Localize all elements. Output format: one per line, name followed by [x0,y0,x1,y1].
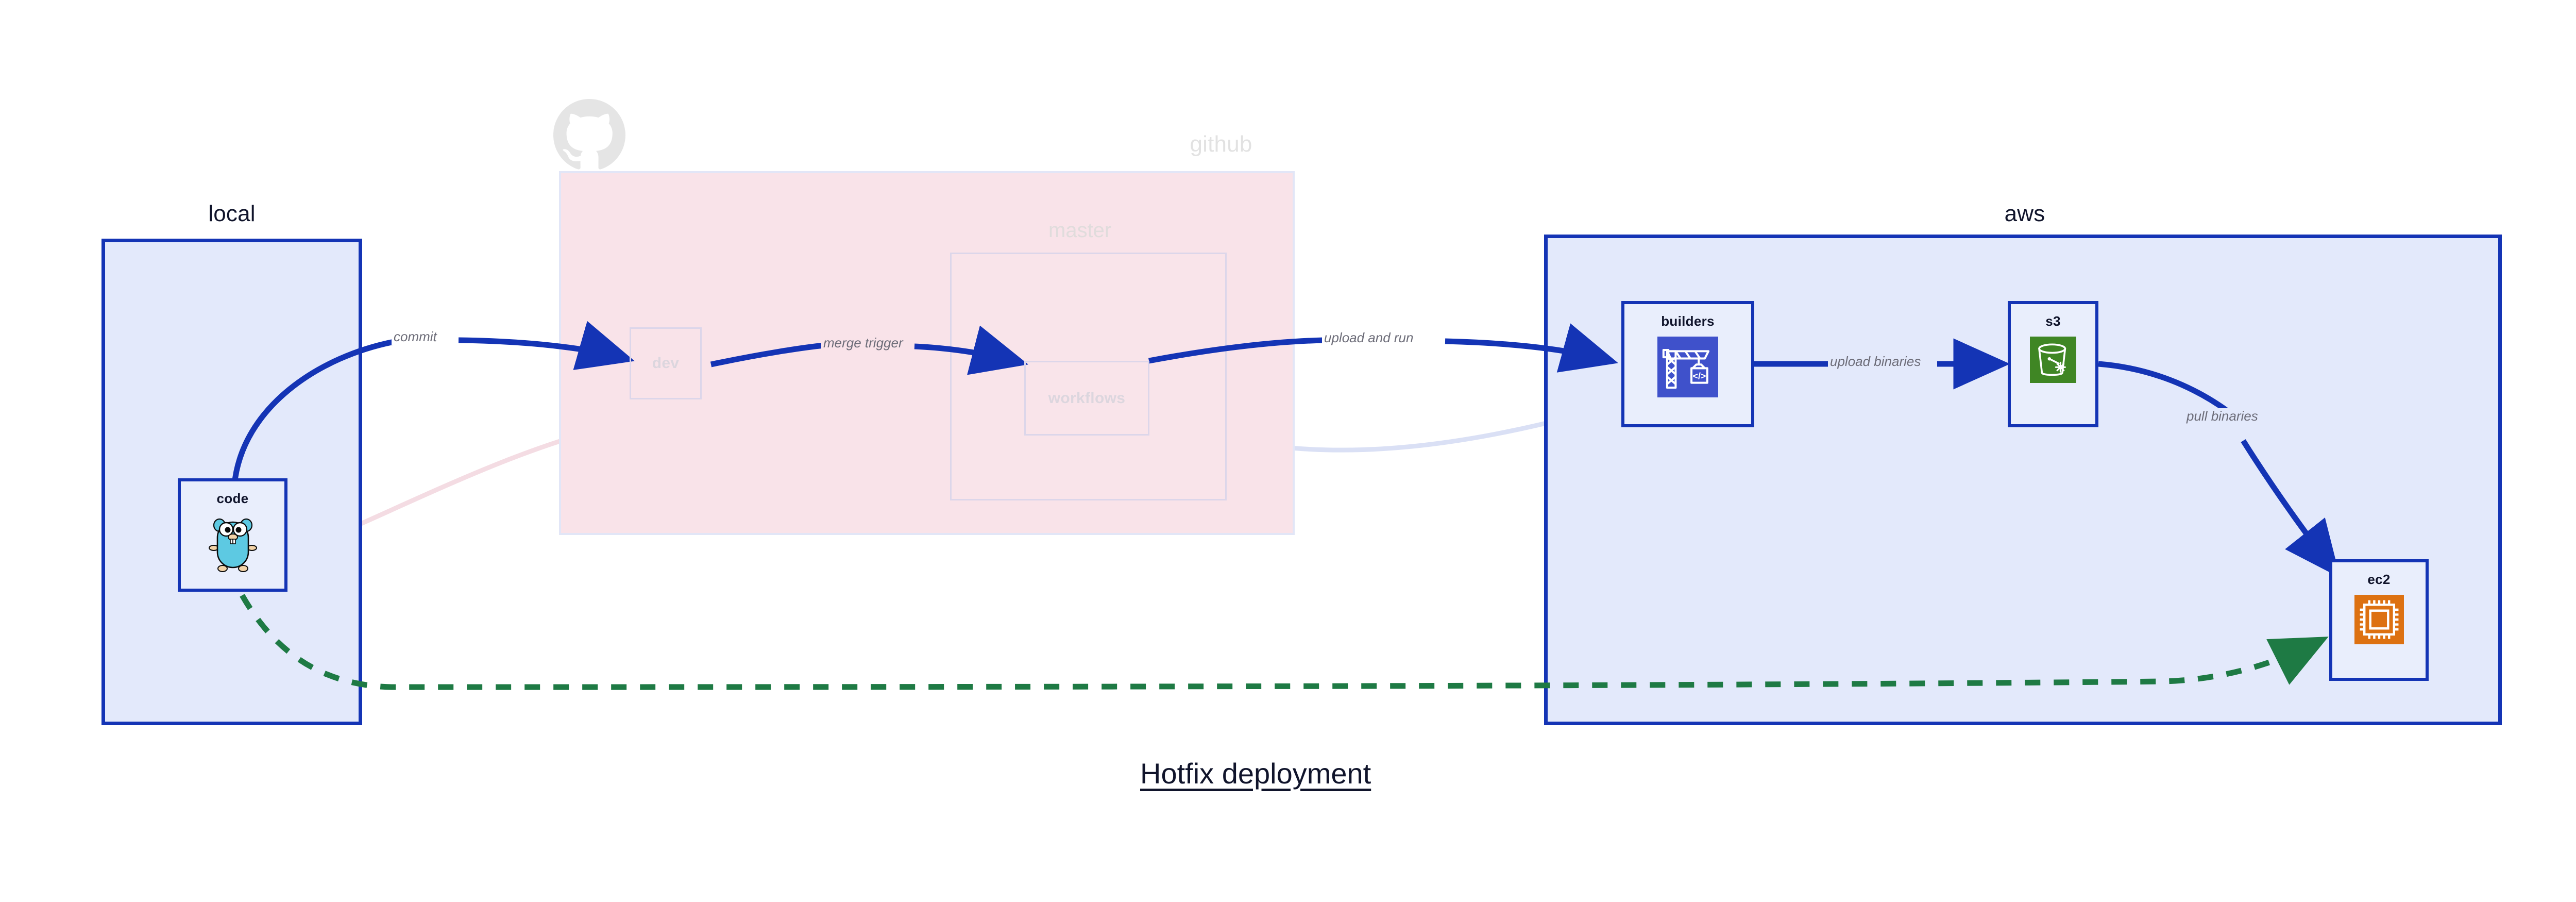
node-builders-label: builders [1661,313,1715,329]
aws-crane-icon: </> [1657,337,1718,400]
edge-merge-trigger-head [710,342,825,368]
edge-upload-and-run-head [1148,337,1325,364]
group-github-label: github [1190,131,1252,157]
node-code[interactable]: code [178,478,287,592]
edge-label-upload-and-run: upload and run [1322,330,1416,346]
edge-label-upload-binaries: upload binaries [1828,354,1923,370]
edge-label-pull-binaries: pull binaries [2184,408,2260,424]
node-dev[interactable]: dev [630,327,702,399]
edge-commit-tail [458,321,635,370]
node-code-label: code [216,491,249,506]
node-workflows[interactable]: workflows [1024,361,1149,436]
node-ec2-label: ec2 [2367,572,2391,587]
group-local-label: local [208,201,256,226]
edge-merge-trigger-tail [914,325,1028,375]
edge-label-commit: commit [392,329,439,345]
node-builders[interactable]: builders </> [1621,301,1754,427]
node-workflows-label: workflows [1048,389,1126,407]
edge-hotfix-direct [240,594,2329,690]
subgroup-master [950,253,1227,500]
node-s3[interactable]: s3 [2008,301,2098,427]
svg-text:</>: </> [1693,371,1706,381]
aws-bucket-icon [2030,337,2076,386]
go-gopher-icon [208,514,258,576]
edge-label-merge-trigger: merge trigger [821,335,905,351]
edge-commit [231,338,398,485]
subgroup-master-label: master [1048,219,1112,242]
node-ec2[interactable]: ec2 [2329,559,2429,681]
group-github [559,171,1295,535]
page-title: Hotfix deployment [1140,757,1371,790]
node-dev-label: dev [652,355,680,372]
aws-chip-icon [2354,595,2404,647]
github-octocat-icon [553,99,625,171]
edge-upload-and-run-tail [1445,323,1618,373]
node-s3-label: s3 [2045,313,2061,329]
group-aws-label: aws [2004,201,2045,226]
edge-pull-binaries-tail [2241,439,2341,578]
